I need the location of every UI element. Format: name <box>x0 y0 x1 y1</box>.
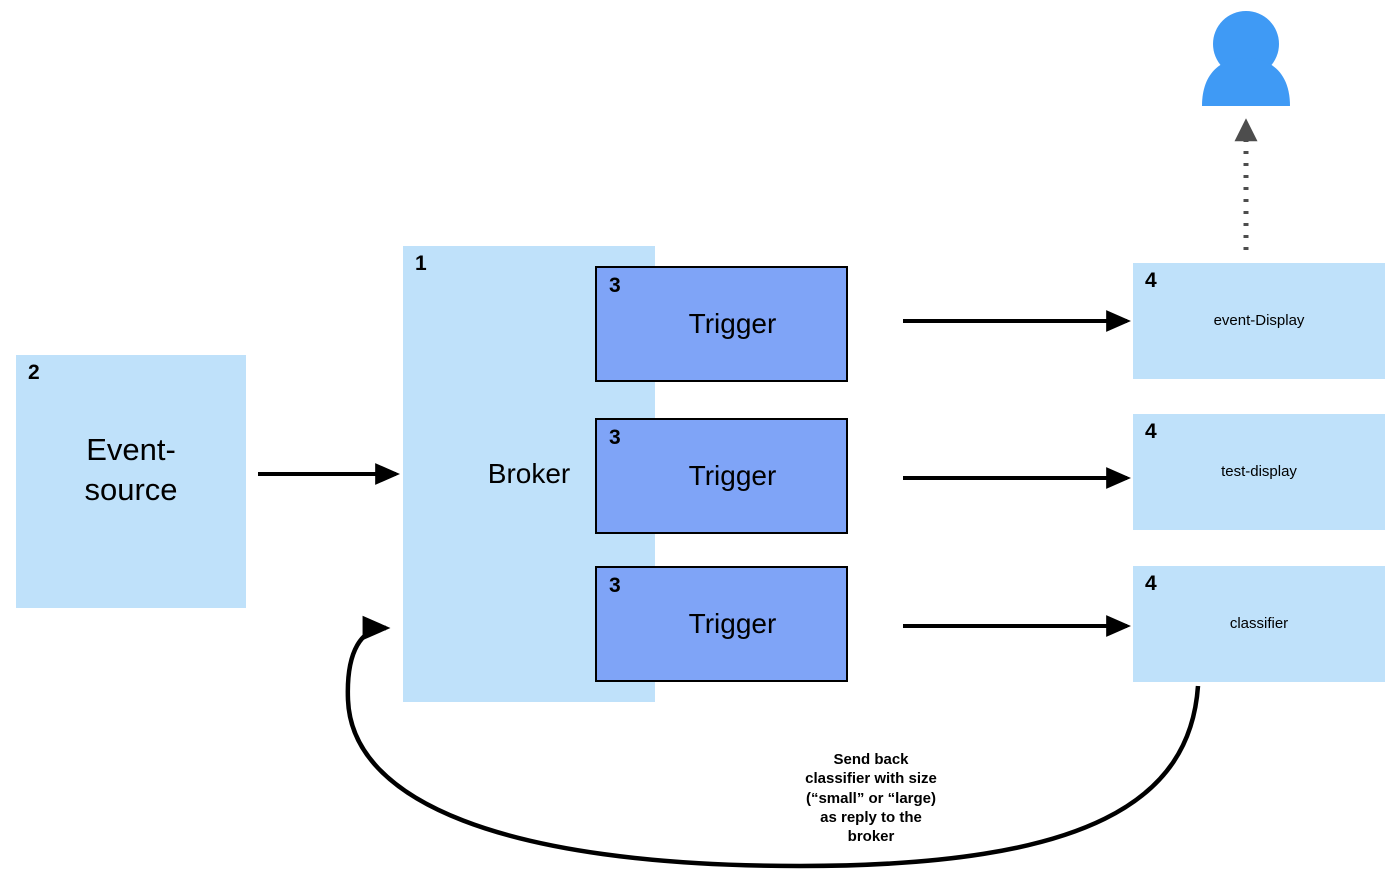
trigger-1-number: 3 <box>609 274 621 297</box>
event-display-node[interactable]: 4 event-Display <box>1133 263 1385 379</box>
event-source-label: Event- source <box>84 431 178 508</box>
trigger-3-label: Trigger <box>688 608 777 640</box>
broker-number: 1 <box>415 252 427 275</box>
event-display-number: 4 <box>1145 269 1157 292</box>
broker-label: Broker <box>487 458 571 490</box>
trigger-1-label: Trigger <box>688 308 777 340</box>
classifier-number: 4 <box>1145 572 1157 595</box>
event-display-label: event-Display <box>1213 312 1305 329</box>
trigger-node-1[interactable]: 3 Trigger <box>595 266 848 382</box>
event-source-number: 2 <box>28 361 40 384</box>
user-head-icon <box>1213 11 1279 77</box>
user-body-icon <box>1202 58 1290 106</box>
test-display-label: test-display <box>1221 463 1297 480</box>
trigger-2-label: Trigger <box>688 460 777 492</box>
classifier-label: classifier <box>1229 615 1289 632</box>
trigger-3-number: 3 <box>609 574 621 597</box>
trigger-2-number: 3 <box>609 426 621 449</box>
test-display-number: 4 <box>1145 420 1157 443</box>
trigger-node-2[interactable]: 3 Trigger <box>595 418 848 534</box>
trigger-node-3[interactable]: 3 Trigger <box>595 566 848 682</box>
event-source-node[interactable]: 2 Event- source <box>16 355 246 608</box>
test-display-node[interactable]: 4 test-display <box>1133 414 1385 530</box>
return-arrow-caption: Send back classifier with size (“small” … <box>805 751 937 846</box>
classifier-node[interactable]: 4 classifier <box>1133 566 1385 682</box>
